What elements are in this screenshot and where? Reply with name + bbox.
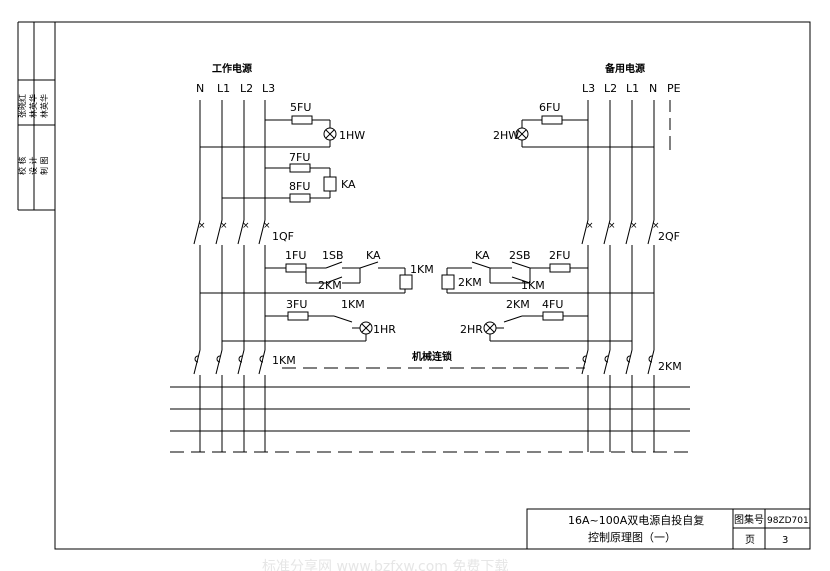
contact-1KM-aux [333,315,353,323]
right-phase-L1: L1 [626,82,639,95]
title-line-2: 控制原理图（一） [588,530,676,544]
fuse-4FU-label: 4FU [542,298,563,311]
left-circuit-1HR: 3FU 1KM 1HR [222,298,396,342]
svg-text:×: × [198,221,206,231]
contact-KA-label: KA [366,249,381,262]
svg-text:×: × [242,221,250,231]
coil-1KM [399,274,413,290]
interlock-label: 机械连锁 [412,350,452,363]
contact-KA-right-label: KA [475,249,490,262]
side-role-2: 设 计 [28,156,38,175]
side-name-1: 张晓红 [17,94,27,118]
right-source-title: 备用电源 [604,62,645,75]
right-breaker-2QF: × × × × 2QF [581,219,680,245]
contact-KA-left [359,261,379,269]
left-circuit-1KM-coil: 1FU 1SB KA 1KM 2KM [200,249,434,294]
svg-text:×: × [220,221,228,231]
contact-1KM-label: 1KM [341,298,365,311]
drawing-frame [54,21,811,550]
left-phase-N: N [196,82,204,95]
watermark: 标准分享网 www.bzfxw.com 免费下载 [262,558,508,571]
atlas-number: 98ZD701 [767,516,809,526]
left-conductors [199,100,266,452]
left-circuit-1HW: 5FU 1HW [200,101,365,148]
fuse-4FU [542,311,564,321]
title-block: 16A~100A双电源自投自复 控制原理图（一） 图集号 98ZD701 页 3 [526,508,811,550]
page-number: 3 [782,535,788,546]
fuse-7FU-label: 7FU [289,151,310,164]
title-line-1: 16A~100A双电源自投自复 [568,513,704,527]
fuse-2FU-label: 2FU [549,249,570,262]
fuse-1FU-label: 1FU [285,249,306,262]
fuse-3FU [287,311,309,321]
right-contactor-2KM: 2KM [581,349,682,375]
fuse-8FU-label: 8FU [289,180,310,193]
relay-KA-coil [323,176,337,192]
fuse-6FU-label: 6FU [539,101,560,114]
contact-2KM-aux [325,276,343,284]
breaker-1QF-label: 1QF [272,230,294,243]
left-phase-L3: L3 [262,82,275,95]
fuse-5FU [291,115,313,125]
contactor-2KM-label: 2KM [658,360,682,373]
side-role-3: 制 图 [39,156,49,175]
right-phase-L2: L2 [604,82,617,95]
button-1SB-label: 1SB [322,249,344,262]
right-circuit-2HR: 4FU 2KM 2HR [460,298,632,342]
aux-2KM-label: 2KM [318,279,342,292]
button-2SB [511,261,531,269]
lamp-1HR-label: 1HR [373,323,396,336]
button-2SB-label: 2SB [509,249,531,262]
side-name-3: 林英华 [39,94,49,118]
coil-2KM-label: 2KM [458,276,482,289]
fuse-2FU [549,263,571,273]
svg-text:×: × [263,221,271,231]
right-phase-PE: PE [667,82,681,95]
left-breaker-1QF: × × × × 1QF [193,219,294,245]
left-source-title: 工作电源 [212,62,252,75]
right-phase-N: N [649,82,657,95]
fuse-3FU-label: 3FU [286,298,307,311]
svg-text:×: × [652,221,660,231]
left-phase-L2: L2 [240,82,253,95]
coil-1KM-label: 1KM [410,263,434,276]
right-circuit-2HW: 6FU 2HW [493,101,654,148]
breaker-2QF-label: 2QF [658,230,680,243]
button-1SB [325,261,343,269]
lamp-1HW-label: 1HW [339,129,365,142]
fuse-6FU [541,115,563,125]
contactor-1KM-label: 1KM [272,354,296,367]
svg-text:×: × [586,221,594,231]
aux-1KM-label: 1KM [521,279,545,292]
fuse-5FU-label: 5FU [290,101,311,114]
coil-2KM [441,274,455,290]
right-circuit-2KM-coil: 2FU 2SB KA 2KM 1KM [441,249,654,294]
relay-KA-label: KA [341,178,356,191]
fuse-7FU [289,163,311,173]
contact-2KM-label: 2KM [506,298,530,311]
side-name-2: 林英华 [28,94,38,118]
contact-2KM-aux [503,315,523,323]
contact-KA-right [471,261,491,269]
left-contactor-1KM: 1KM [193,349,296,375]
fuse-1FU [285,263,307,273]
contact-1KM-aux-right [511,276,531,284]
left-phase-L1: L1 [217,82,230,95]
page-label: 页 [745,534,755,546]
right-conductors [587,100,671,452]
atlas-label: 图集号 [734,513,764,526]
output-busbars [170,386,690,453]
side-role-1: 校 核 [17,156,27,175]
svg-text:×: × [630,221,638,231]
side-approval-block: 张晓红 林英华 林英华 校 核 设 计 制 图 [17,21,55,211]
lamp-2HR-label: 2HR [460,323,483,336]
svg-text:×: × [608,221,616,231]
right-phase-L3: L3 [582,82,595,95]
lamp-2HW-label: 2HW [493,129,519,142]
left-circuit-KA: 7FU 8FU KA [222,151,356,203]
fuse-8FU [289,193,311,203]
